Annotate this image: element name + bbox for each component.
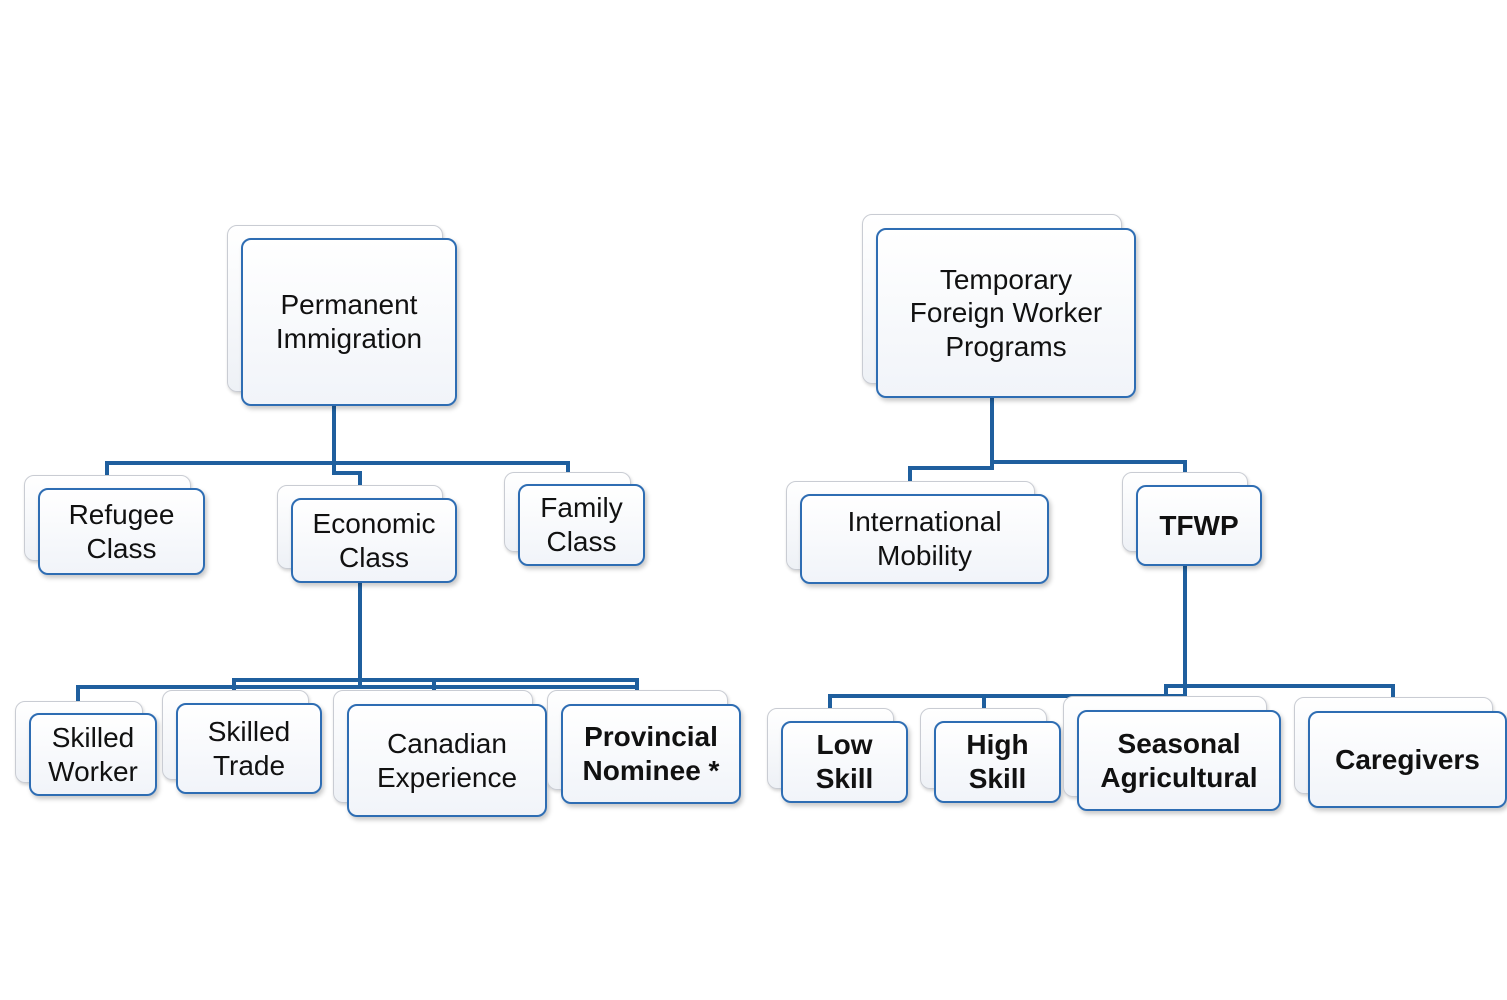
node-seasonal-agricultural-label: Seasonal Agricultural [1100, 727, 1258, 793]
node-permanent-immigration: Permanent Immigration [227, 225, 457, 406]
node-temporary-foreign-worker-programs: Temporary Foreign Worker Programs [862, 214, 1136, 398]
node-canadian-experience: Canadian Experience [333, 690, 547, 817]
node-low-skill-label: Low Skill [815, 729, 874, 794]
node-skilled-trade: Skilled Trade [162, 690, 322, 794]
node-provincial-nominee-label: Provincial Nominee * [582, 721, 720, 786]
node-seasonal-agricultural: Seasonal Agricultural [1063, 696, 1281, 811]
node-family-class-label: Family Class [540, 492, 623, 557]
node-international-mobility: International Mobility [786, 481, 1049, 584]
node-provincial-nominee: Provincial Nominee * [547, 690, 741, 804]
node-high-skill: High Skill [920, 708, 1061, 803]
node-family-class: Family Class [504, 472, 645, 566]
node-low-skill: Low Skill [767, 708, 908, 803]
node-tfwp-label: TFWP [1159, 509, 1239, 541]
node-canadian-experience-label: Canadian Experience [376, 727, 518, 793]
node-caregivers-label: Caregivers [1335, 743, 1480, 775]
connector-root-right [908, 395, 1187, 485]
node-refugee-class-label: Refugee Class [68, 498, 175, 564]
node-economic-class: Economic Class [277, 485, 457, 583]
node-tfwp: TFWP [1122, 472, 1262, 566]
node-permanent-immigration-label: Permanent Immigration [275, 289, 423, 354]
node-high-skill-label: High Skill [966, 729, 1029, 794]
node-caregivers: Caregivers [1294, 697, 1507, 808]
connector-economic [76, 579, 639, 704]
node-refugee-class: Refugee Class [24, 475, 205, 575]
connector-tfwp [828, 562, 1395, 714]
node-skilled-worker: Skilled Worker [15, 701, 157, 796]
node-temporary-foreign-worker-programs-label: Temporary Foreign Worker Programs [909, 263, 1103, 362]
node-economic-class-label: Economic Class [312, 507, 436, 573]
node-international-mobility-label: International Mobility [847, 506, 1002, 571]
node-skilled-trade-label: Skilled Trade [207, 715, 291, 781]
node-skilled-worker-label: Skilled Worker [48, 721, 138, 787]
connector-root-left [105, 403, 570, 489]
